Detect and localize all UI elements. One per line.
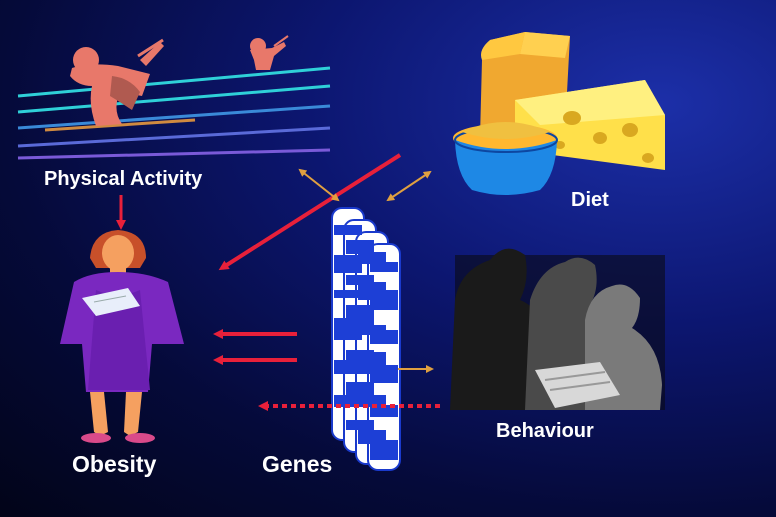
genes-label: Genes — [262, 451, 333, 477]
arrows — [116, 153, 440, 411]
behaviour-label: Behaviour — [496, 420, 594, 442]
arrow-genes-activity — [298, 168, 340, 202]
obesity-illustration — [60, 230, 184, 443]
arrow-diet-to-obesity — [218, 153, 402, 271]
genes-illustration — [331, 207, 401, 471]
arrow-genes-diet — [386, 170, 432, 202]
physical-activity-label: Physical Activity — [44, 168, 203, 190]
physical-activity-illustration — [17, 35, 331, 160]
diet-label: Diet — [571, 189, 609, 211]
behaviour-illustration — [450, 248, 665, 410]
obesity-label: Obesity — [72, 451, 157, 477]
diet-illustration — [453, 32, 665, 195]
